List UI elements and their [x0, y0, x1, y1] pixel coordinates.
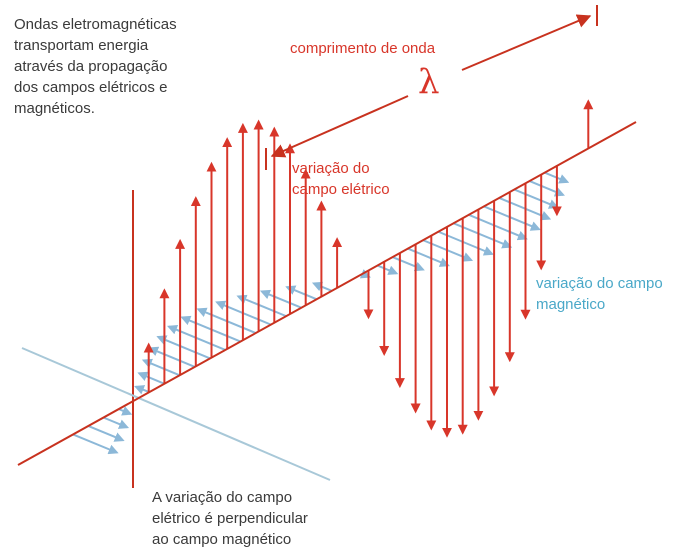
wavelength-label: comprimento de onda [290, 40, 436, 57]
magnetic-label-line: magnético [536, 296, 606, 313]
magnetic-arrow [134, 385, 150, 395]
magnetic-arrow [167, 325, 226, 351]
intro-line: transportam energia [14, 37, 149, 54]
perpendicular-caption: A variação do campo elétrico é perpendic… [152, 487, 308, 550]
electric-label-line: variação do [292, 160, 370, 177]
magnetic-arrow [452, 222, 513, 249]
caption-line: A variação do campo [152, 489, 293, 506]
intro-line: dos campos elétricos e [14, 79, 168, 96]
magnetic-label-line: variação do campo [536, 275, 663, 292]
magnetic-arrow [543, 171, 570, 184]
magnetic-axis [21, 347, 331, 481]
magnetic-arrow [528, 179, 565, 197]
wavelength-arrow-right [461, 14, 592, 71]
magnetic-arrow [72, 433, 119, 455]
wavelength-arrow-left [270, 95, 409, 158]
lambda-symbol: λ [418, 62, 440, 102]
caption-line: ao campo magnético [152, 531, 292, 548]
magnetic-arrow [391, 255, 425, 272]
magnetic-arrow [156, 335, 211, 360]
electric-field-label: variação do campo elétrico [292, 158, 390, 200]
magnetic-arrow [513, 188, 560, 209]
magnetic-arrow [87, 424, 125, 442]
magnetic-arrow [148, 346, 195, 368]
intro-line: Ondas eletromagnéticas [14, 16, 177, 33]
intro-line: através da propagação [14, 58, 168, 75]
magnetic-arrow [467, 213, 528, 241]
magnetic-field-label: variação do campo magnético [536, 273, 663, 315]
magnetic-arrow [118, 406, 133, 416]
magnetic-arrow [137, 371, 165, 385]
magnetic-arrow [236, 294, 287, 317]
propagation-axis [17, 121, 637, 466]
electric-label-line: campo elétrico [292, 181, 390, 198]
magnetic-arrow [407, 247, 450, 267]
magnetic-arrow [259, 289, 302, 309]
magnetic-arrow [311, 281, 332, 292]
caption-line: elétrico é perpendicular [152, 510, 308, 527]
magnetic-arrow [376, 264, 399, 275]
intro-text: Ondas eletromagnéticas transportam energ… [14, 14, 177, 119]
electric-field-arrows [143, 99, 594, 438]
magnetic-arrow [483, 205, 541, 231]
intro-line: magnéticos. [14, 100, 95, 117]
magnetic-arrow [103, 416, 130, 429]
magnetic-arrow [285, 285, 317, 301]
